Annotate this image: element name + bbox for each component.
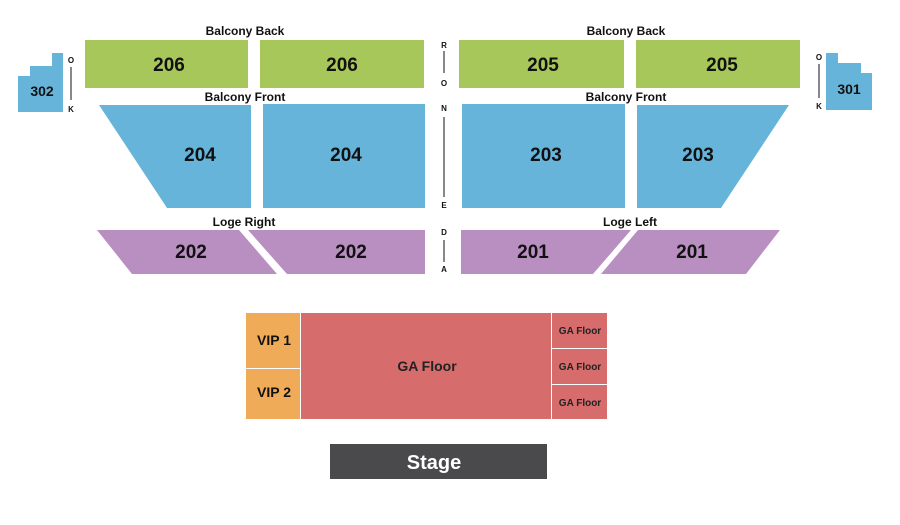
box-right-marker: O K [816,53,822,111]
section-202-right[interactable]: 202 [248,230,425,274]
section-label: 204 [330,145,362,166]
section-label: 201 [517,242,549,263]
section-label: 205 [527,55,559,76]
section-label: GA Floor [559,398,602,409]
marker-letter: K [68,105,74,114]
section-label: 205 [706,55,738,76]
box-left-marker: O K [68,56,74,114]
label-balcony-front-right: Balcony Front [586,90,667,104]
section-301[interactable]: 301 [826,53,872,110]
aisle-letter: O [441,79,447,88]
section-label: 203 [530,145,562,166]
aisle-letter: D [441,228,447,237]
section-204-left[interactable]: 204 [99,105,251,208]
label-balcony-front-left: Balcony Front [205,90,286,104]
section-label: VIP 2 [257,384,291,400]
section-label: 202 [335,242,367,263]
section-label: 302 [30,83,54,99]
section-203-left[interactable]: 203 [462,104,625,208]
section-206-right[interactable]: 206 [260,40,424,88]
section-label: 204 [184,145,216,166]
section-ga-floor-side-2[interactable]: GA Floor [552,349,607,384]
section-201-left[interactable]: 201 [461,230,631,274]
section-ga-floor-side-3[interactable]: GA Floor [552,385,607,419]
section-vip-1[interactable]: VIP 1 [246,313,300,368]
section-205-right[interactable]: 205 [636,40,800,88]
section-204-right[interactable]: 204 [263,104,425,208]
center-aisle-marker: R O N E D A [441,41,447,274]
section-203-right[interactable]: 203 [637,105,789,208]
section-label: GA Floor [397,358,457,374]
section-label: VIP 1 [257,332,291,348]
aisle-letter: N [441,104,447,113]
label-balcony-back-right: Balcony Back [587,24,666,38]
section-ga-floor-side-1[interactable]: GA Floor [552,313,607,348]
section-label: 202 [175,242,207,263]
aisle-letter: A [441,265,447,274]
section-202-left[interactable]: 202 [97,230,277,274]
section-205-left[interactable]: 205 [459,40,624,88]
section-label: 206 [153,55,185,76]
stage: Stage [330,444,547,479]
marker-letter: O [816,53,822,62]
section-ga-floor-main[interactable]: GA Floor [301,313,551,419]
stage-label: Stage [407,452,461,474]
aisle-letter: R [441,41,447,50]
section-label: 301 [837,81,861,97]
section-vip-2[interactable]: VIP 2 [246,369,300,419]
section-302[interactable]: 302 [18,53,63,112]
label-loge-right: Loge Right [213,215,276,229]
label-balcony-back-left: Balcony Back [206,24,285,38]
label-loge-left: Loge Left [603,215,657,229]
marker-letter: O [68,56,74,65]
marker-letter: K [816,102,822,111]
section-label: 201 [676,242,708,263]
aisle-letter: E [441,201,447,210]
section-201-right[interactable]: 201 [601,230,780,274]
section-label: 203 [682,145,714,166]
section-label: GA Floor [559,326,602,337]
section-206-left[interactable]: 206 [85,40,248,88]
section-label: GA Floor [559,362,602,373]
section-label: 206 [326,55,358,76]
